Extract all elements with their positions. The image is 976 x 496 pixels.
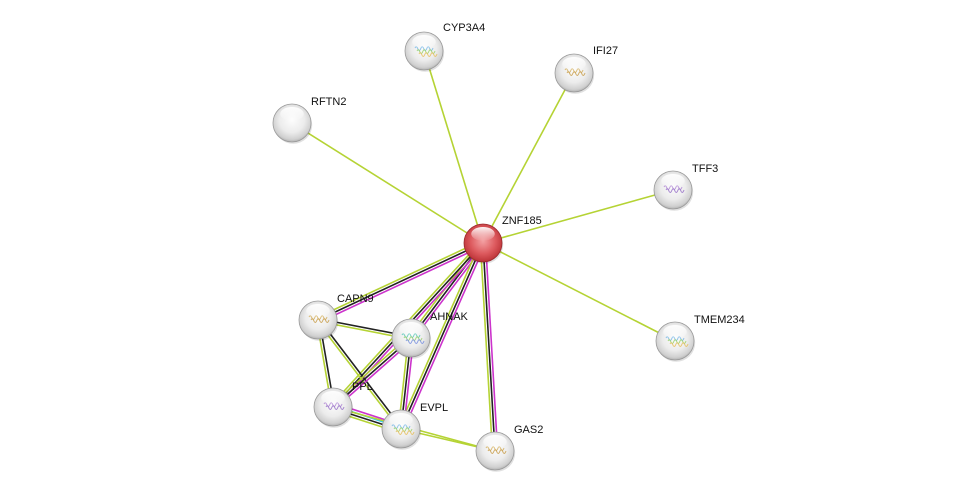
node-cyp3a4[interactable]: CYP3A4 bbox=[404, 22, 485, 72]
edge-line bbox=[316, 239, 483, 319]
node-tmem234[interactable]: TMEM234 bbox=[655, 314, 745, 362]
node-label: IFI27 bbox=[593, 45, 618, 57]
protein-structure-icon bbox=[564, 68, 586, 76]
protein-structure-icon bbox=[663, 185, 685, 193]
protein-structure-icon bbox=[414, 46, 438, 57]
edge-line bbox=[318, 244, 485, 324]
node-label: PPL bbox=[352, 381, 373, 393]
node-highlight bbox=[306, 304, 330, 318]
node-ahnak[interactable]: AHNAK bbox=[391, 311, 469, 359]
edge-line bbox=[316, 320, 401, 431]
edge-line bbox=[482, 189, 674, 244]
node-highlight bbox=[661, 174, 685, 188]
node-capn9[interactable]: CAPN9 bbox=[298, 293, 374, 341]
edge-znf185-tmem234[interactable] bbox=[482, 242, 676, 342]
node-label: CAPN9 bbox=[337, 293, 374, 305]
node-rftn2[interactable]: RFTN2 bbox=[272, 96, 346, 144]
node-highlight bbox=[412, 35, 436, 49]
edge-line bbox=[397, 241, 482, 429]
edge-line bbox=[317, 242, 484, 321]
edge-capn9-evpl[interactable] bbox=[316, 318, 403, 431]
node-highlight bbox=[389, 413, 413, 427]
node-label: ZNF185 bbox=[502, 215, 542, 227]
edge-znf185-capn9[interactable] bbox=[316, 239, 485, 324]
edge-line bbox=[482, 242, 676, 342]
edge-line bbox=[318, 318, 403, 429]
node-label: TMEM234 bbox=[694, 314, 745, 326]
edge-line bbox=[400, 242, 484, 430]
protein-structure-icon bbox=[665, 336, 689, 347]
node-label: CYP3A4 bbox=[443, 22, 485, 34]
edge-znf185-cyp3a4[interactable] bbox=[423, 50, 484, 244]
edge-line bbox=[291, 122, 484, 244]
node-ppl[interactable]: PPL bbox=[313, 381, 373, 428]
protein-structure-icon bbox=[401, 333, 425, 344]
edge-znf185-tff3[interactable] bbox=[482, 189, 674, 244]
node-highlight bbox=[483, 435, 507, 449]
node-znf185[interactable]: ZNF185 bbox=[463, 215, 542, 264]
edge-znf185-ifi27[interactable] bbox=[482, 72, 575, 244]
node-highlight bbox=[280, 107, 304, 121]
edge-line bbox=[482, 72, 575, 244]
node-highlight bbox=[471, 227, 495, 241]
node-label: TFF3 bbox=[692, 163, 718, 175]
node-label: EVPL bbox=[420, 402, 448, 414]
edge-znf185-evpl[interactable] bbox=[397, 241, 487, 431]
edge-znf185-rftn2[interactable] bbox=[291, 122, 484, 244]
edge-line bbox=[484, 242, 499, 451]
protein-structure-icon bbox=[308, 315, 330, 323]
node-highlight bbox=[321, 391, 345, 405]
node-highlight bbox=[663, 325, 687, 339]
node-ifi27[interactable]: IFI27 bbox=[554, 45, 618, 94]
protein-structure-icon bbox=[323, 402, 345, 410]
edge-line bbox=[482, 242, 496, 452]
protein-structure-icon bbox=[485, 446, 507, 454]
node-label: GAS2 bbox=[514, 424, 543, 436]
edge-line bbox=[479, 243, 494, 452]
edge-line bbox=[423, 50, 484, 244]
protein-structure-icon bbox=[391, 424, 415, 435]
node-tff3[interactable]: TFF3 bbox=[653, 163, 718, 211]
node-gas2[interactable]: GAS2 bbox=[475, 424, 543, 472]
node-label: RFTN2 bbox=[311, 96, 346, 108]
edge-znf185-gas2[interactable] bbox=[479, 242, 499, 452]
node-highlight bbox=[562, 57, 586, 71]
node-highlight bbox=[399, 322, 423, 336]
edge-line bbox=[402, 243, 487, 431]
node-label: AHNAK bbox=[430, 311, 469, 323]
node-evpl[interactable]: EVPL bbox=[381, 402, 448, 450]
